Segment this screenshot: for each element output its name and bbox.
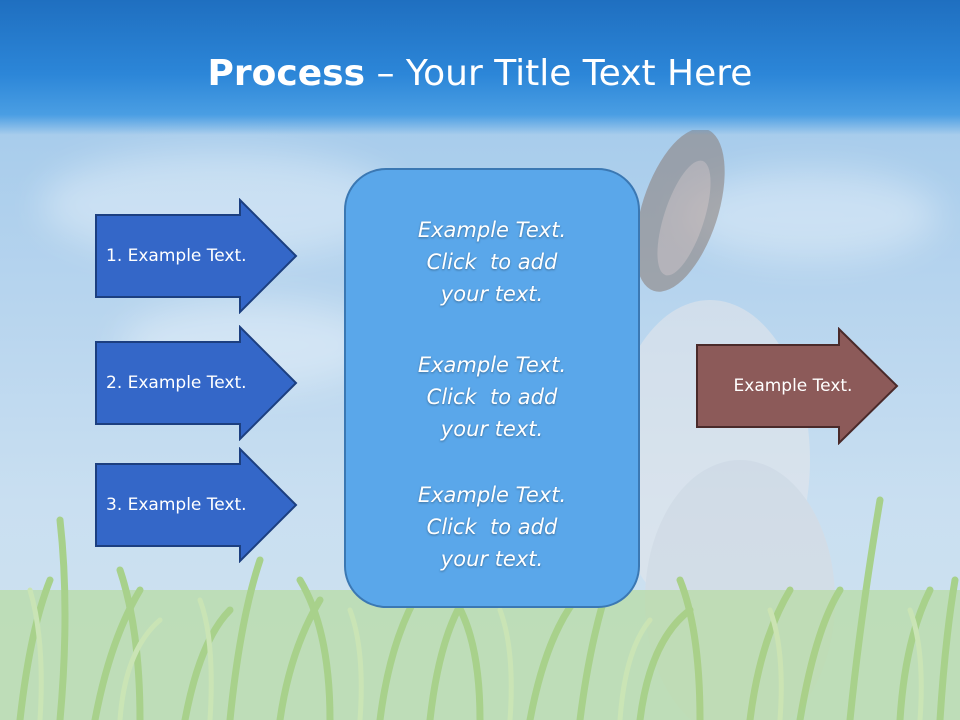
header-band (0, 0, 960, 135)
text-line: your text. (440, 282, 544, 306)
center-text-block-2[interactable]: Example Text. Click to add your text. (346, 349, 638, 445)
text-line: your text. (440, 547, 544, 571)
arrow-shape (95, 325, 298, 441)
text-line: Click to add (426, 385, 558, 409)
arrow-label: Example Text. (733, 376, 853, 396)
text-line: your text. (440, 417, 544, 441)
arrow-shape (95, 198, 298, 314)
title-bold: Process (207, 53, 366, 94)
center-text-block-1[interactable]: Example Text. Click to add your text. (346, 214, 638, 310)
center-text-box[interactable]: Example Text. Click to add your text. Ex… (344, 168, 640, 608)
grass-image (0, 496, 960, 720)
arrow-shape (696, 327, 899, 445)
slide-title[interactable]: Process – Your Title Text Here (0, 50, 960, 98)
text-line: Example Text. (417, 483, 567, 507)
arrow-shape (95, 447, 298, 563)
arrow-label: 1. Example Text. (106, 246, 247, 266)
arrow-label: 3. Example Text. (106, 495, 247, 515)
result-arrow[interactable]: Example Text. (695, 327, 900, 445)
center-text-block-3[interactable]: Example Text. Click to add your text. (346, 479, 638, 575)
process-arrow-2[interactable]: 2. Example Text. (94, 325, 299, 441)
text-line: Click to add (426, 250, 558, 274)
text-line: Example Text. (417, 353, 567, 377)
process-arrow-3[interactable]: 3. Example Text. (94, 447, 299, 563)
arrow-label: 2. Example Text. (106, 373, 247, 393)
process-arrow-1[interactable]: 1. Example Text. (94, 198, 299, 314)
text-line: Click to add (426, 515, 558, 539)
text-line: Example Text. (417, 218, 567, 242)
title-rest: – Your Title Text Here (365, 53, 753, 94)
